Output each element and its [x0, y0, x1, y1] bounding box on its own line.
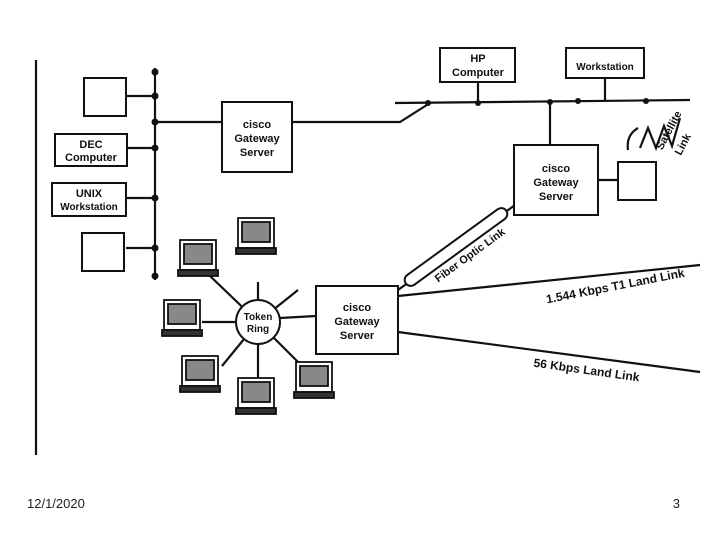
- bus-node-dot: [151, 244, 159, 252]
- satellite-zigzag: [638, 117, 682, 152]
- pc-icon: [177, 239, 219, 277]
- bus-node-dot: [151, 92, 159, 100]
- pc-icon: [293, 361, 335, 399]
- bus-node-dot: [151, 194, 159, 202]
- left-terminal-box: [83, 77, 127, 117]
- slide-page-number: 3: [672, 496, 680, 511]
- top-workstation-box: [565, 47, 645, 79]
- bottom-terminal-box: [81, 232, 125, 272]
- t1-link-line: [397, 263, 701, 298]
- pc-icon: [235, 217, 277, 255]
- gateway-server-box: [513, 144, 599, 216]
- satellite-dish-arc: [626, 127, 639, 151]
- satellite-terminal-box: [617, 161, 657, 201]
- hp-computer-label-2: Computer: [452, 67, 505, 79]
- hp-computer-box: [439, 47, 516, 83]
- token-ring-label-1: Token: [244, 312, 273, 323]
- dec-computer-box: [54, 133, 128, 167]
- kbps56-link-line: [397, 330, 701, 374]
- gateway-label: Server: [340, 330, 375, 342]
- unix-workstation-label-1: UNIX: [76, 188, 103, 200]
- bus-node-dot: [643, 98, 649, 104]
- gateway-to-top-bus-line: [292, 102, 431, 124]
- bus-node-dot: [475, 100, 481, 106]
- top-workstation-label: Workstation: [576, 62, 634, 73]
- top-backbone-bus: [394, 98, 691, 105]
- fiber-optic-tube: [403, 207, 509, 287]
- slide-date: 12/1/2020: [27, 496, 85, 511]
- bus-node-dot: [151, 144, 159, 152]
- bus-node-dot: [547, 99, 553, 105]
- gateway-label: cisco: [243, 119, 271, 131]
- dec-computer-label-1: DEC: [79, 139, 102, 151]
- bus-node-dot: [425, 100, 431, 106]
- gateway-label: Gateway: [234, 133, 280, 145]
- bus-node-dot: [151, 272, 159, 280]
- unix-workstation-label-2: Workstation: [60, 202, 118, 213]
- hp-computer-label-1: HP: [470, 53, 485, 65]
- gateway-label: cisco: [343, 302, 371, 314]
- gateway-label: Server: [240, 147, 275, 159]
- network-diagram: HP Computer Workstation DEC Computer UNI…: [34, 47, 701, 455]
- gateway-server-box: [221, 101, 293, 173]
- gateway-label: Gateway: [533, 177, 579, 189]
- pc-icon: [179, 355, 221, 393]
- gateway-label: Server: [539, 191, 574, 203]
- bus-node-dot: [575, 98, 581, 104]
- dec-computer-label-2: Computer: [65, 152, 118, 164]
- pc-icon: [235, 377, 277, 415]
- token-ring-circle: [235, 299, 281, 345]
- pc-group: [161, 217, 335, 415]
- kbps56-link-label: 56 Kbps Land Link: [533, 356, 641, 385]
- bus-node-dot: [151, 68, 159, 76]
- t1-link-label: 1.544 Kbps T1 Land Link: [545, 266, 686, 307]
- unix-workstation-box: [51, 182, 127, 217]
- gateway-server-box: [315, 285, 399, 355]
- ring-to-gateway-line: [279, 314, 317, 320]
- token-ring-label-2: Ring: [247, 324, 269, 335]
- gateway-label: cisco: [542, 163, 570, 175]
- gateway-label: Gateway: [334, 316, 380, 328]
- pc-icon: [161, 299, 203, 337]
- bus-node-dot: [151, 118, 159, 126]
